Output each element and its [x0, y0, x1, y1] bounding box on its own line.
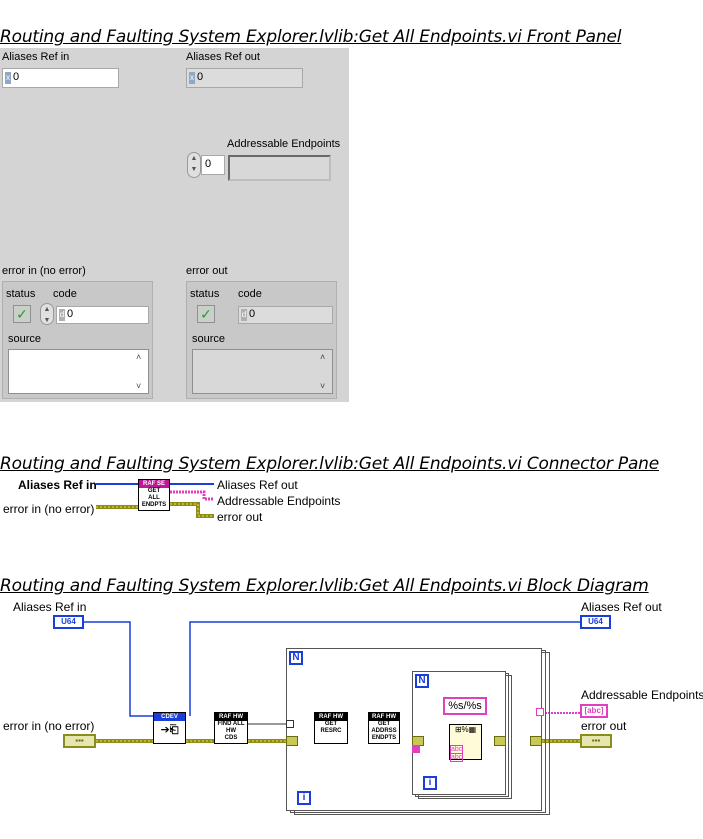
cp-output-aliases-ref-out: Aliases Ref out: [217, 478, 298, 492]
code-increment[interactable]: ▲▼: [40, 303, 54, 325]
node-line: HW: [226, 728, 236, 734]
cp-icon-line: ALL: [148, 495, 160, 501]
connector-pane-wires: [96, 483, 214, 518]
source-indicator: ˄ ˅: [192, 349, 333, 394]
error-out-label: error out: [186, 265, 228, 277]
addressable-endpoints-terminal[interactable]: [abc]: [580, 704, 608, 718]
format-string-constant[interactable]: %s/%s: [443, 697, 487, 715]
front-panel-title: Routing and Faulting System Explorer.lvl…: [0, 27, 622, 47]
scroll-up-icon[interactable]: ˄: [320, 352, 326, 362]
cp-icon-header: RAF SE: [139, 480, 169, 488]
node-header: RAF HW: [215, 713, 247, 721]
array-index-field[interactable]: 0: [201, 155, 225, 175]
scroll-up-icon[interactable]: ˄: [136, 352, 142, 362]
node-line: ENDPTS: [371, 735, 397, 741]
radix-indicator: x: [189, 72, 195, 84]
get-resrc-node[interactable]: RAF HW GET RESRC: [314, 712, 348, 744]
node-line: FIND ALL: [217, 721, 245, 727]
abc-input-2: abc: [450, 753, 464, 762]
aliases-ref-out-terminal[interactable]: U64: [580, 615, 611, 629]
code-field[interactable]: d 0: [56, 306, 149, 324]
code-label: code: [53, 288, 77, 300]
cp-input-aliases-ref-in: Aliases Ref in: [18, 478, 97, 492]
aliases-ref-in-value: 0: [13, 71, 20, 83]
inner-error-shift-register-right: [494, 736, 506, 746]
connector-pane-title: Routing and Faulting System Explorer.lvl…: [0, 454, 660, 474]
status-indicator: ✓: [197, 305, 215, 323]
cp-output-addressable-endpoints: Addressable Endpoints: [217, 494, 341, 508]
array-index-increment[interactable]: ▲▼: [187, 152, 201, 178]
loop-count-N: N: [415, 674, 429, 688]
source-field[interactable]: ˄ ˅: [8, 349, 149, 394]
cdev-glyph-icon: ➔⎗: [160, 724, 179, 736]
node-line: GET: [377, 721, 391, 727]
aliases-ref-in-control[interactable]: x 0: [2, 68, 119, 88]
aliases-ref-in-terminal[interactable]: U64: [53, 615, 84, 629]
cdev-node[interactable]: CDEV ➔⎗: [153, 712, 186, 744]
error-out-cluster: status code ✓ d 0 source ˄ ˅: [186, 281, 337, 399]
cp-input-error-in: error in (no error): [3, 502, 95, 516]
string-array-type: [abc]: [584, 706, 604, 715]
node-line: ADDRSS: [371, 728, 397, 734]
string-indexing-tunnel: [536, 708, 544, 716]
bd-error-out-label: error out: [581, 719, 627, 733]
string-array-tunnel: [412, 745, 420, 753]
radix-indicator: d: [59, 309, 65, 321]
code-label: code: [238, 288, 262, 300]
bd-error-in-label: error in (no error): [3, 719, 95, 733]
format-into-string-icon: ⊞%▦: [454, 725, 477, 734]
status-label: status: [6, 288, 36, 300]
u64-type: U64: [588, 617, 603, 626]
radix-indicator: x: [5, 72, 11, 84]
aliases-ref-out-value: 0: [197, 71, 204, 83]
cp-vi-icon: RAF SE GET ALL ENDPTS: [138, 479, 170, 511]
node-header: RAF HW: [369, 713, 399, 721]
source-label: source: [192, 333, 226, 345]
u64-type: U64: [61, 617, 76, 626]
node-line: CDS: [224, 735, 238, 741]
array-index-value: 0: [205, 158, 212, 170]
bd-addressable-endpoints-label: Addressable Endpoints: [581, 688, 703, 702]
code-value: 0: [67, 308, 74, 320]
bd-aliases-ref-out-label: Aliases Ref out: [581, 600, 662, 614]
cp-output-error-out: error out: [217, 510, 263, 524]
scroll-down-icon[interactable]: ˅: [320, 381, 326, 391]
error-shift-register-left: [286, 736, 298, 746]
scroll-down-icon[interactable]: ˅: [136, 381, 142, 391]
addressable-endpoints-element: [228, 155, 331, 181]
loop-iteration-i: i: [423, 776, 437, 790]
code-indicator: d 0: [238, 306, 333, 324]
addressable-endpoints-label: Addressable Endpoints: [227, 138, 341, 150]
node-line: GET: [324, 721, 338, 727]
node-header: RAF HW: [315, 713, 347, 721]
status-checkbox[interactable]: ✓: [13, 305, 31, 323]
status-label: status: [190, 288, 220, 300]
cds-tunnel: [286, 720, 294, 728]
aliases-ref-in-label: Aliases Ref in: [2, 51, 70, 63]
find-all-hw-node[interactable]: RAF HW FIND ALL HW CDS: [214, 712, 248, 744]
radix-indicator: d: [241, 309, 247, 321]
aliases-ref-out-label: Aliases Ref out: [186, 51, 260, 63]
cp-icon-line: ENDPTS: [141, 502, 167, 508]
error-in-cluster: status code ✓ ▲▼ d 0 source ˄ ˅: [2, 281, 153, 399]
source-label: source: [8, 333, 42, 345]
format-into-string-node[interactable]: ⊞%▦ abc abc: [449, 724, 482, 762]
get-address-endpoints-node[interactable]: RAF HW GET ADDRSS ENDPTS: [368, 712, 400, 744]
cdev-header: CDEV: [154, 713, 185, 721]
cp-icon-line: GET: [147, 488, 161, 494]
error-out-terminal[interactable]: ▪▪▪: [580, 734, 612, 748]
loop-iteration-i: i: [297, 791, 311, 805]
error-in-terminal[interactable]: ▪▪▪: [63, 734, 96, 748]
error-in-label: error in (no error): [2, 265, 86, 277]
aliases-ref-out-indicator: x 0: [186, 68, 303, 88]
error-shift-register-right: [530, 736, 542, 746]
block-diagram-title: Routing and Faulting System Explorer.lvl…: [0, 576, 649, 596]
code-value: 0: [249, 308, 256, 320]
loop-count-N: N: [289, 651, 303, 665]
node-line: RESRC: [320, 728, 342, 734]
front-panel: Aliases Ref in x 0 Aliases Ref out x 0 A…: [0, 48, 349, 402]
bd-aliases-ref-in-label: Aliases Ref in: [13, 600, 87, 614]
